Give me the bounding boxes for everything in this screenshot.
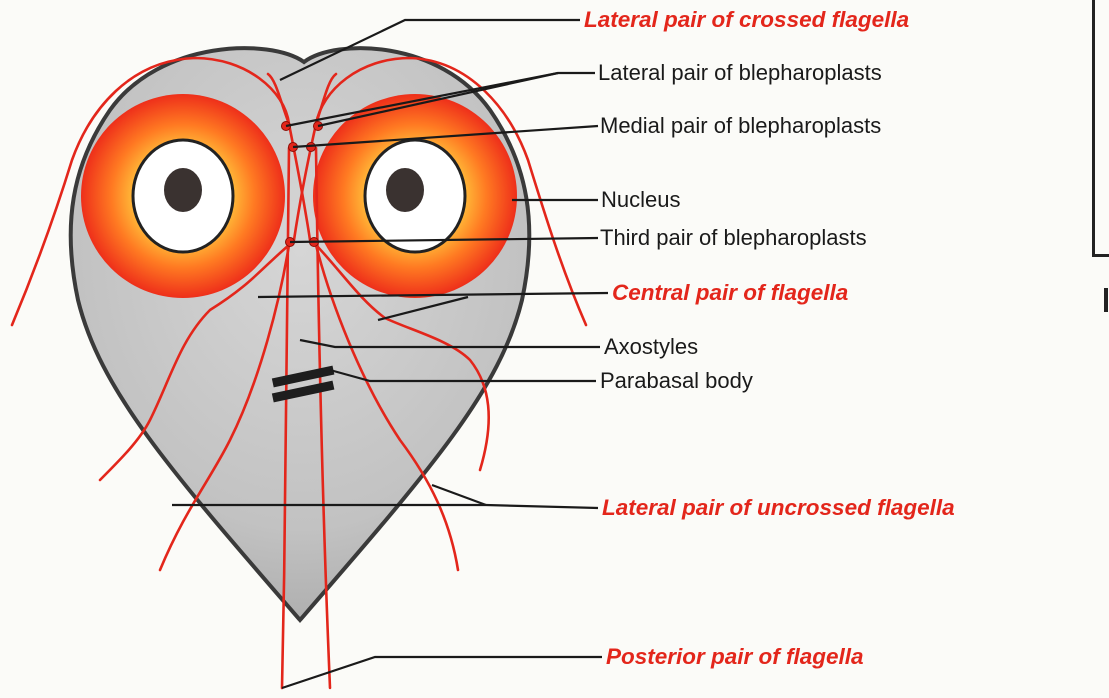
label-posterior-flagella: Posterior pair of flagella [606,646,864,669]
label-medial-blepharoplasts: Medial pair of blepharoplasts [600,115,881,137]
nucleus-left [81,94,285,298]
label-third-blepharoplasts: Third pair of blepharoplasts [600,227,867,249]
label-axostyles: Axostyles [604,336,698,358]
label-central-flagella: Central pair of flagella [612,282,848,305]
label-lateral-uncrossed-flagella: Lateral pair of uncrossed flagella [602,497,955,520]
label-nucleus: Nucleus [601,189,680,211]
label-lateral-blepharoplasts: Lateral pair of blepharoplasts [598,62,882,84]
leader-lateral-uncrossed-2 [432,485,486,505]
label-parabasal-body: Parabasal body [600,370,753,392]
frame-edge-vertical [1092,0,1095,256]
frame-edge-stub [1104,288,1108,312]
nucleus-right [313,94,517,298]
label-lateral-crossed-flagella: Lateral pair of crossed flagella [584,9,909,32]
frame-edge-horizontal [1092,254,1109,257]
